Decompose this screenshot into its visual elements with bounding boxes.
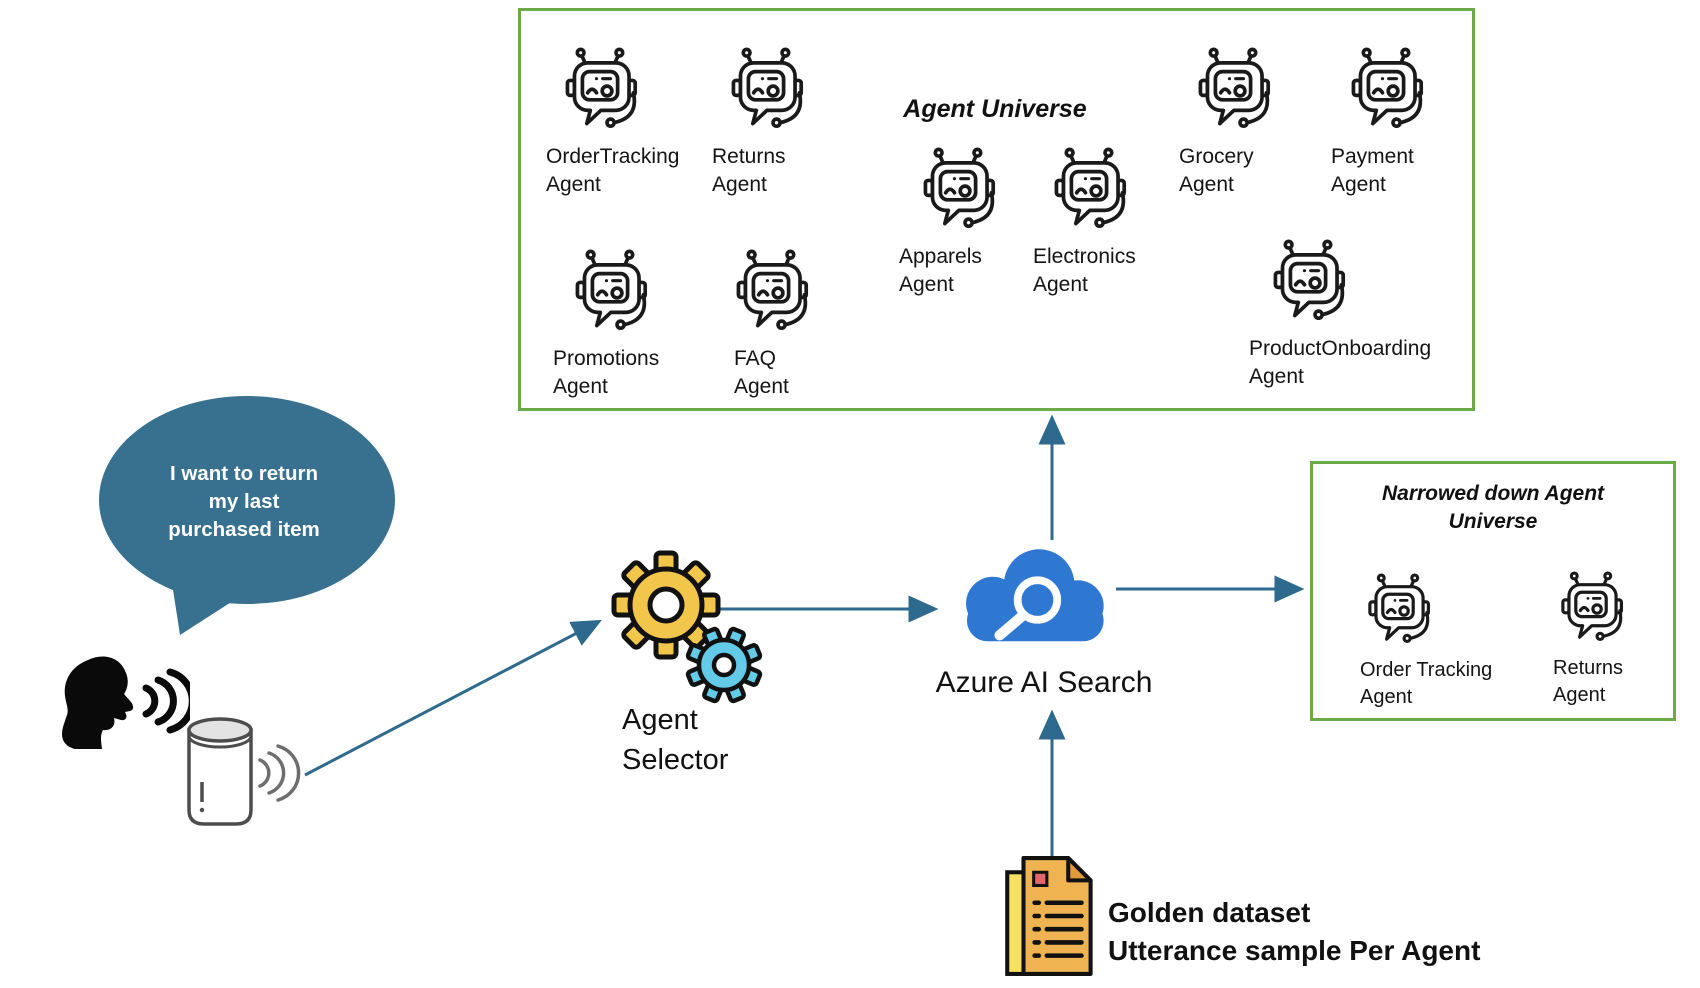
speech-bubble-shape: [99, 396, 395, 635]
golden-dataset-line2: Utterance sample Per Agent: [1108, 935, 1481, 966]
azure-search-label: Azure AI Search: [935, 666, 1153, 699]
cloud-search-icon: [966, 549, 1104, 642]
speech-bubble: I want to return my last purchased item: [95, 390, 405, 645]
golden-dataset-label: Golden dataset Utterance sample Per Agen…: [1108, 894, 1480, 970]
speech-bubble-text: I want to return my last purchased item: [168, 462, 320, 541]
agent-selector-label: Agent Selector: [622, 704, 729, 776]
agent-universe-title: Agent Universe: [903, 95, 1087, 123]
narrowed-universe-title: Narrowed down Agent Universe: [1381, 482, 1605, 533]
golden-dataset-line1: Golden dataset: [1108, 897, 1311, 928]
gears-icon: [611, 550, 763, 704]
person-speaking-icon: [62, 656, 190, 749]
documents-icon: [1005, 856, 1093, 976]
narrowed-universe-box: Narrowed down Agent Universe Order Track…: [1310, 461, 1676, 721]
smart-speaker-icon: [187, 717, 301, 826]
arrow-speaker-to-selector: [304, 619, 602, 777]
